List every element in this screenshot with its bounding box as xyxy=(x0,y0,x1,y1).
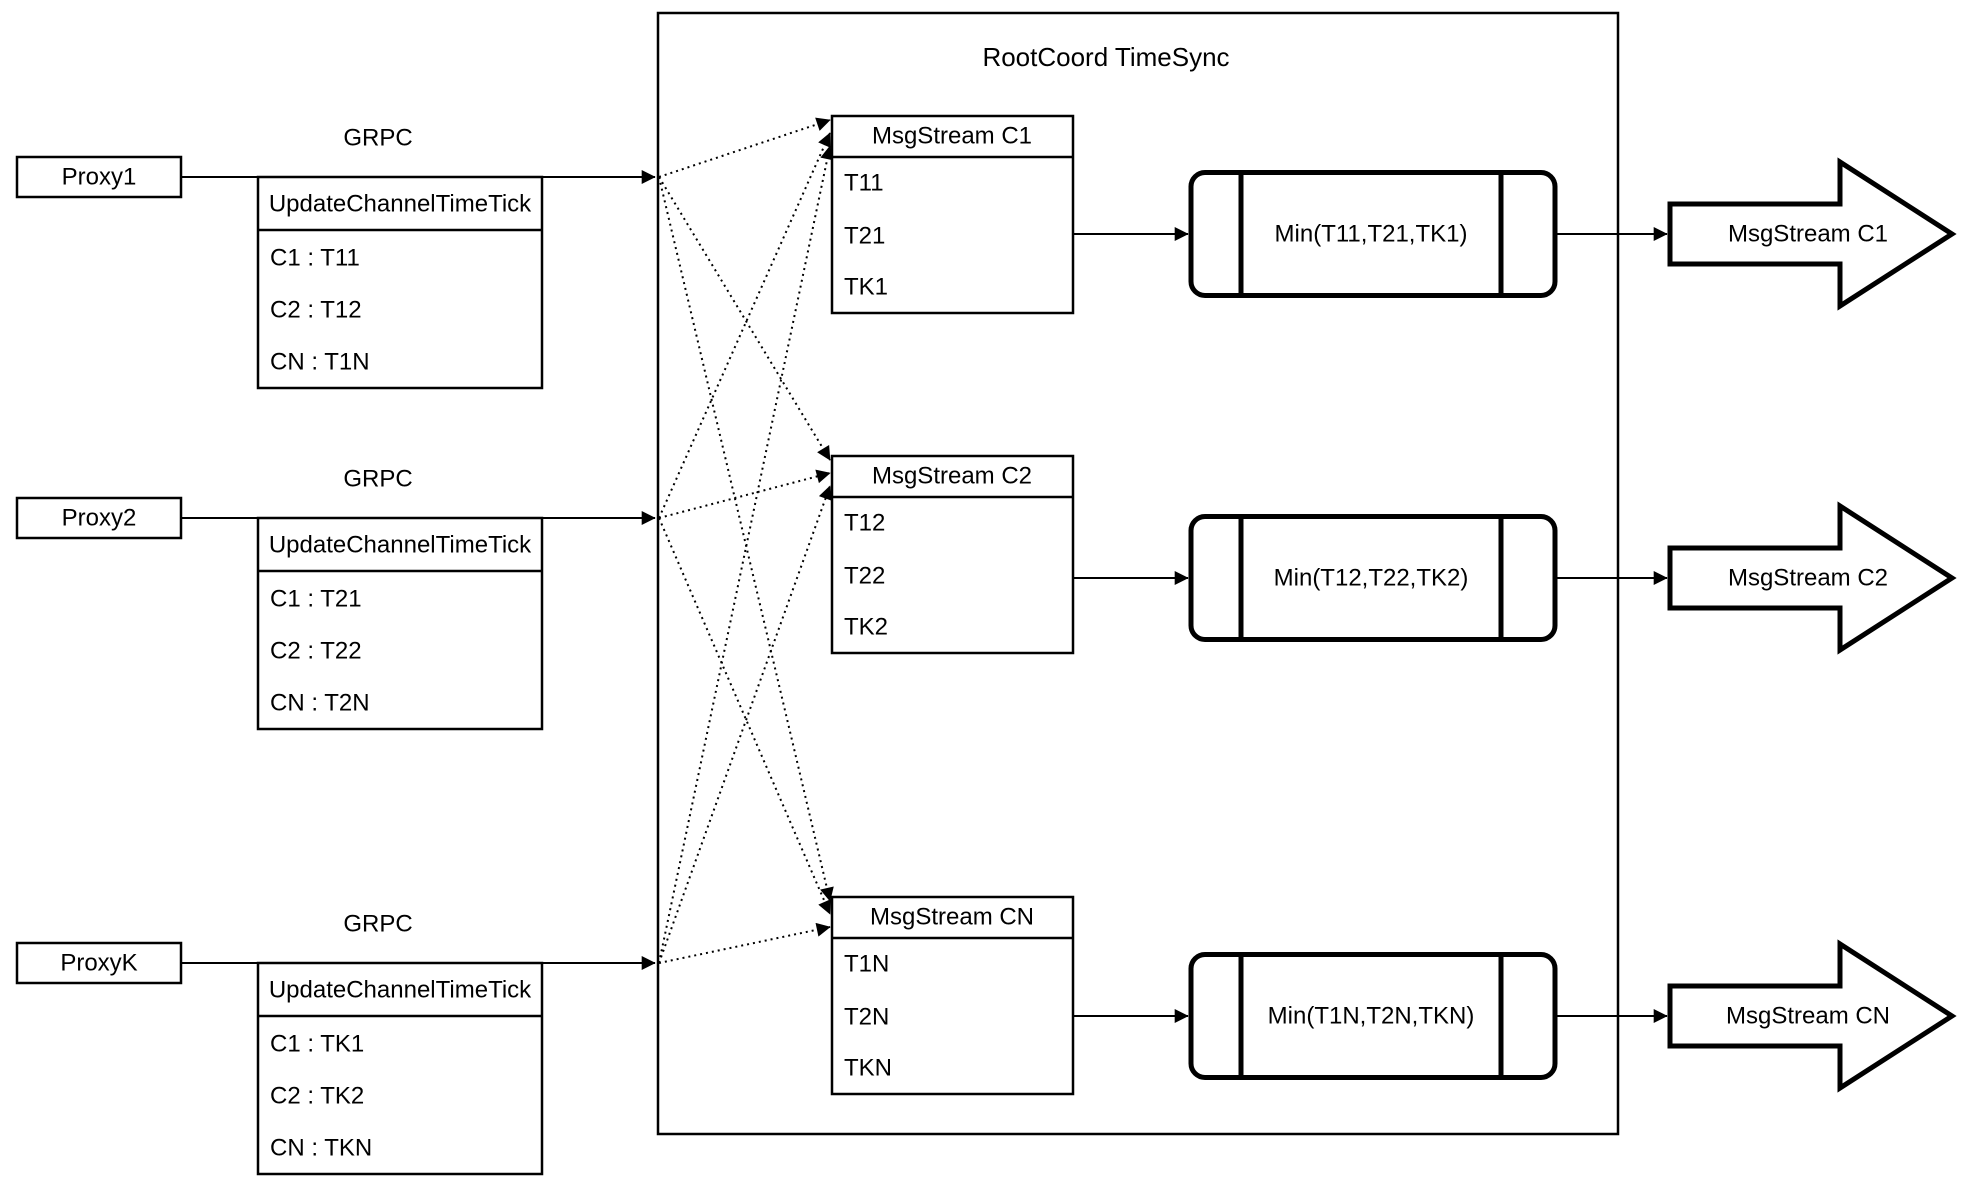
channel-row-cn: MsgStream CN T1N T2N TKN Min(T1N,T2N,TKN… xyxy=(830,895,1957,1096)
rootcoord-title: RootCoord TimeSync xyxy=(982,42,1229,72)
dotted-arrow-p2-cn xyxy=(658,517,832,915)
proxy2-box xyxy=(15,496,183,540)
output-arrow-c2-label: MsgStream C2 xyxy=(1728,565,1888,592)
msgstream-table-cn-row: T2N xyxy=(844,1004,889,1031)
request-table-1-frame xyxy=(256,175,544,390)
request-table-3-header: UpdateChannelTimeTick xyxy=(269,977,532,1004)
output-arrow-c1-label: MsgStream C1 xyxy=(1728,221,1888,248)
msgstream-table-cn-frame xyxy=(830,895,1075,1096)
request-table-3-frame xyxy=(256,961,544,1176)
grpc-label-2: GRPC xyxy=(343,466,412,493)
request-table-3-row: C1 : TK1 xyxy=(270,1031,364,1058)
request-table-1-row: CN : T1N xyxy=(270,349,370,376)
dotted-arrow-pk-c1 xyxy=(658,145,835,964)
channel-row-c2: MsgStream C2 T12 T22 TK2 Min(T12,T22,TK2… xyxy=(830,454,1957,655)
request-table-3-row: CN : TKN xyxy=(270,1135,372,1162)
msgstream-table-c2-frame xyxy=(830,454,1075,655)
proxy1-label: Proxy1 xyxy=(62,164,137,191)
msgstream-table-c1-row: T11 xyxy=(844,170,884,197)
dotted-arrow-pk-c2 xyxy=(658,485,833,964)
request-table-2-row: C1 : T21 xyxy=(270,586,362,613)
min-label-cn: Min(T1N,T2N,TKN) xyxy=(1268,1003,1475,1030)
request-table-2-row: CN : T2N xyxy=(270,690,370,717)
proxyk-box xyxy=(15,941,183,985)
dotted-arrow-pk-cn xyxy=(658,922,831,964)
msgstream-table-c1-row: TK1 xyxy=(844,274,888,301)
msgstream-table-c2-row: T12 xyxy=(844,510,885,537)
dotted-arrow-p2-c1 xyxy=(658,132,831,519)
msgstream-table-c1: MsgStream C1 T11 T21 TK1 xyxy=(830,114,1075,315)
output-arrow-cn-label: MsgStream CN xyxy=(1726,1003,1890,1030)
request-table-3-row: C2 : TK2 xyxy=(270,1083,364,1110)
msgstream-table-c1-row: T21 xyxy=(844,223,885,250)
request-table-2-header: UpdateChannelTimeTick xyxy=(269,532,532,559)
request-table-2-row: C2 : T22 xyxy=(270,638,362,665)
dotted-arrow-p2-c2 xyxy=(658,469,831,519)
request-table-1-row: C2 : T12 xyxy=(270,297,362,324)
dotted-arrow-p1-c1 xyxy=(658,117,831,178)
msgstream-table-c1-frame xyxy=(830,114,1075,315)
proxyk-label: ProxyK xyxy=(60,950,137,977)
msgstream-table-c1-header: MsgStream C1 xyxy=(872,123,1032,150)
msgstream-table-c2-row: TK2 xyxy=(844,614,888,641)
dotted-broadcast-lines xyxy=(658,117,835,964)
proxy2-label: Proxy2 xyxy=(62,505,137,532)
output-arrow-cn xyxy=(1667,939,1957,1093)
grpc-label-3: GRPC xyxy=(343,911,412,938)
output-arrow-c2 xyxy=(1667,501,1957,655)
rootcoord-box xyxy=(656,11,1620,1136)
output-arrow-c1 xyxy=(1667,157,1957,311)
channel-row-c1: MsgStream C1 T11 T21 TK1 Min(T11,T21,TK1… xyxy=(830,114,1957,315)
request-table-1-header: UpdateChannelTimeTick xyxy=(269,191,532,218)
msgstream-table-c2-header: MsgStream C2 xyxy=(872,463,1032,490)
msgstream-table-cn-row: TKN xyxy=(844,1055,892,1082)
min-node-c2: Min(T12,T22,TK2) xyxy=(1188,514,1558,642)
request-table-2-frame xyxy=(256,516,544,731)
min-node-c1: Min(T11,T21,TK1) xyxy=(1188,170,1558,298)
dotted-arrow-p1-c2 xyxy=(658,176,831,461)
request-table-1-row: C1 : T11 xyxy=(270,245,360,272)
min-label-c1: Min(T11,T21,TK1) xyxy=(1275,221,1468,248)
dotted-arrow-p1-cn xyxy=(658,176,834,902)
request-table-1: UpdateChannelTimeTick C1 : T11 C2 : T12 … xyxy=(256,175,544,390)
proxy-row-2: Proxy2 GRPC UpdateChannelTimeTick C1 : T… xyxy=(15,466,656,731)
proxy-row-3: ProxyK GRPC UpdateChannelTimeTick C1 : T… xyxy=(15,911,656,1176)
msgstream-table-cn-row: T1N xyxy=(844,951,889,978)
proxy1-box xyxy=(15,155,183,199)
grpc-label-1: GRPC xyxy=(343,125,412,152)
proxy-row-1: Proxy1 GRPC UpdateChannelTimeTick C1 : T… xyxy=(15,125,656,390)
msgstream-table-c2: MsgStream C2 T12 T22 TK2 xyxy=(830,454,1075,655)
msgstream-table-c2-row: T22 xyxy=(844,563,885,590)
min-node-cn: Min(T1N,T2N,TKN) xyxy=(1188,952,1558,1080)
request-table-3: UpdateChannelTimeTick C1 : TK1 C2 : TK2 … xyxy=(256,961,544,1176)
msgstream-table-cn-header: MsgStream CN xyxy=(870,904,1034,931)
msgstream-table-cn: MsgStream CN T1N T2N TKN xyxy=(830,895,1075,1096)
min-label-c2: Min(T12,T22,TK2) xyxy=(1274,565,1469,592)
request-table-2: UpdateChannelTimeTick C1 : T21 C2 : T22 … xyxy=(256,516,544,731)
